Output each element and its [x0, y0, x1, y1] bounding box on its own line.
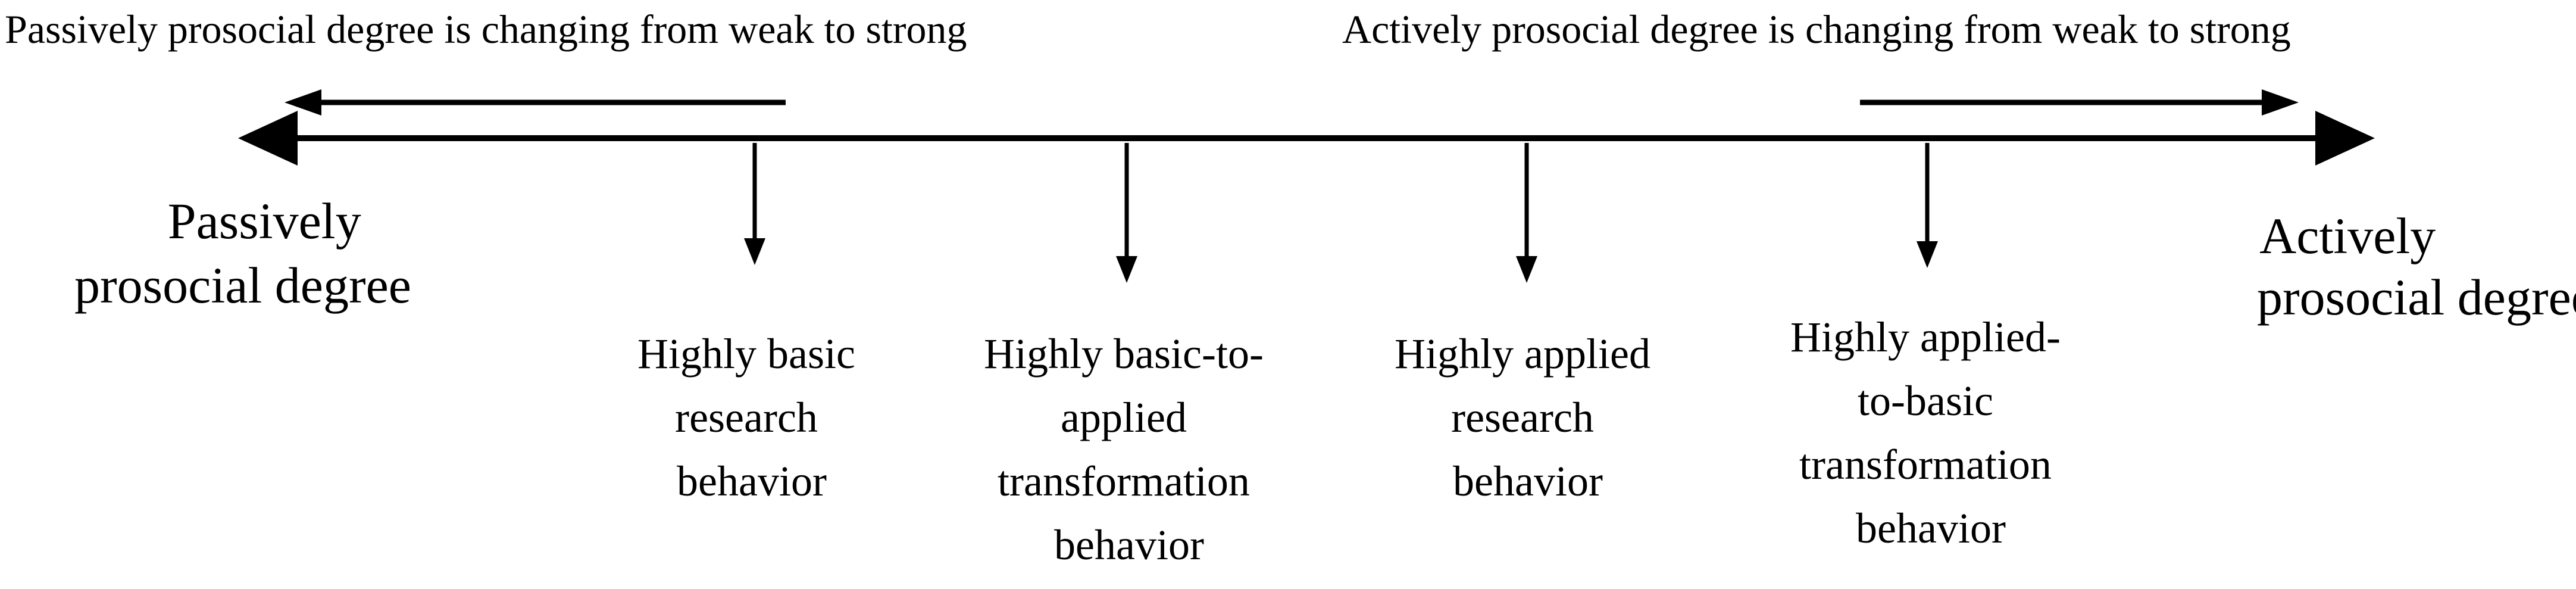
behavior-label-4: Highly applied- to-basic transformation … [1790, 313, 2071, 552]
down-arrow-2 [1116, 143, 1137, 283]
down-arrow-4 [1917, 143, 1938, 268]
pole-right: Actively prosocial degree [2257, 207, 2576, 326]
header-left: Passively prosocial degree is changing f… [5, 7, 967, 52]
behavior-label-1: Highly basic research behavior [637, 330, 866, 505]
right-direction-arrow [1860, 89, 2299, 116]
down-arrow-1 [744, 143, 765, 265]
left-direction-arrow [285, 89, 786, 116]
behavior-label-3: Highly applied research behavior [1395, 330, 1661, 505]
header-right: Actively prosocial degree is changing fr… [1342, 7, 2291, 52]
pole-left: Passively prosocial degree [74, 192, 411, 314]
behavior-label-2: Highly basic-to- applied transformation … [984, 330, 1274, 569]
down-arrow-3 [1516, 143, 1537, 283]
main-axis [238, 111, 2375, 166]
